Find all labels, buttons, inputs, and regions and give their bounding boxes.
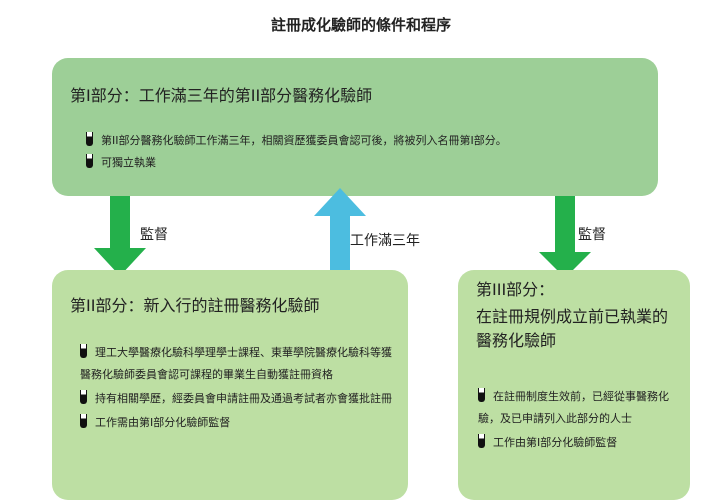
item-text: 可獨立執業 [101, 156, 156, 169]
supervise-label-left: 監督 [140, 227, 168, 243]
list-item: 理工大學醫療化驗科學理學士課程、東華學院醫療化驗科等獲醫務化驗師委員會認可課程的… [80, 342, 396, 386]
item-text: 在註冊制度生效前，已經從事醫務化驗，及已申請列入此部分的人士 [478, 390, 669, 425]
item-text: 持有相關學歷，經委員會申請註冊及通過考試者亦會獲批註冊 [95, 392, 392, 405]
test-tube-icon [80, 390, 87, 404]
item-text: 理工大學醫療化驗科學理學士課程、東華學院醫療化驗科等獲醫務化驗師委員會認可課程的… [80, 346, 392, 381]
part3-heading-line2: 在註冊規例成立前已執業的醫務化驗師 [476, 307, 669, 350]
test-tube-icon [86, 154, 93, 168]
list-item: 第II部分醫務化驗師工作滿三年，相關資歷獲委員會認可後，將被列入名冊第I部分。 [86, 130, 646, 152]
part2-box: 第II部分：新入行的註冊醫務化驗師 理工大學醫療化驗科學理學士課程、東華學院醫療… [52, 270, 408, 500]
test-tube-icon [478, 388, 485, 402]
item-text: 第II部分醫務化驗師工作滿三年，相關資歷獲委員會認可後，將被列入名冊第I部分。 [101, 134, 507, 147]
part3-heading: 第III部分： 在註冊規例成立前已執業的醫務化驗師 [476, 278, 676, 353]
part3-box: 第III部分： 在註冊規例成立前已執業的醫務化驗師 在註冊制度生效前，已經從事醫… [458, 270, 690, 500]
diagram-title: 註冊成化驗師的條件和程序 [270, 16, 451, 34]
test-tube-icon [86, 132, 93, 146]
part1-heading: 第I部分：工作滿三年的第II部分醫務化驗師 [70, 86, 373, 105]
item-text: 工作由第I部分化驗師監督 [493, 436, 618, 449]
list-item: 可獨立執業 [86, 152, 646, 174]
part2-heading: 第II部分：新入行的註冊醫務化驗師 [70, 296, 320, 315]
part3-heading-line1: 第III部分： [476, 280, 555, 299]
part1-box: 第I部分：工作滿三年的第II部分醫務化驗師 第II部分醫務化驗師工作滿三年，相關… [52, 58, 658, 196]
list-item: 工作需由第I部分化驗師監督 [80, 412, 396, 434]
three-years-label: 工作滿三年 [350, 233, 420, 249]
item-text: 工作需由第I部分化驗師監督 [95, 416, 231, 429]
arrow-down-left [94, 196, 146, 276]
list-item: 在註冊制度生效前，已經從事醫務化驗，及已申請列入此部分的人士 [478, 386, 674, 430]
list-item: 工作由第I部分化驗師監督 [478, 432, 674, 454]
test-tube-icon [478, 434, 485, 448]
test-tube-icon [80, 414, 87, 428]
supervise-label-right: 監督 [578, 227, 606, 243]
test-tube-icon [80, 344, 87, 358]
arrow-up-middle [314, 188, 366, 270]
list-item: 持有相關學歷，經委員會申請註冊及通過考試者亦會獲批註冊 [80, 388, 396, 410]
arrow-down-right [539, 196, 591, 278]
